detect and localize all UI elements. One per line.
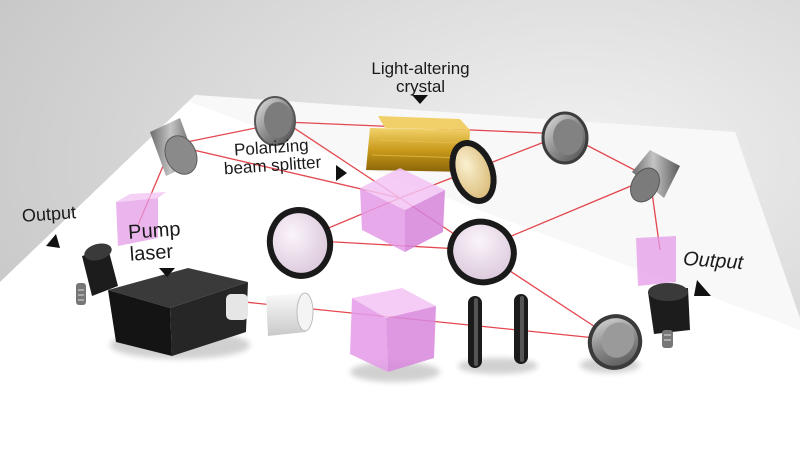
lens-icon	[514, 294, 528, 364]
polarizing-cube-icon	[116, 192, 166, 246]
mirror-icon	[587, 314, 643, 370]
lens-icon	[449, 140, 497, 204]
laser-head-icon	[648, 283, 690, 348]
pump-laser-label-line-2: laser	[128, 240, 174, 266]
crystal-cube-icon	[350, 288, 436, 372]
laser-head-icon	[76, 243, 118, 305]
output-right-label: Output	[682, 247, 744, 275]
crystal-label-line-2: crystal	[395, 77, 446, 97]
pump-laser-label: Pump laser	[127, 218, 183, 266]
output-left-label: Output	[21, 202, 77, 226]
lens-icon	[447, 218, 517, 286]
mirror-icon	[541, 111, 589, 165]
polarizing-cube-icon	[360, 168, 445, 252]
mirror-icon	[630, 150, 680, 203]
arrow-marker-icon	[46, 234, 60, 248]
crystal-label-line-1: Light-altering	[371, 59, 470, 78]
coupler-icon	[226, 292, 314, 336]
arrow-marker-icon	[336, 165, 347, 181]
mirror-icon	[150, 118, 198, 176]
arrow-marker-icon	[694, 280, 711, 296]
crystal-label: Light-altering crystal	[358, 59, 483, 97]
lens-icon	[266, 207, 334, 279]
arrow-marker-icon	[159, 268, 175, 277]
pump-laser-label-line-1: Pump	[127, 218, 182, 244]
lens-icon	[468, 296, 482, 368]
mirror-icon	[254, 96, 296, 146]
crystal-icon	[366, 116, 470, 172]
polarizing-cube-icon	[636, 236, 676, 286]
arrow-marker-icon	[412, 95, 428, 104]
